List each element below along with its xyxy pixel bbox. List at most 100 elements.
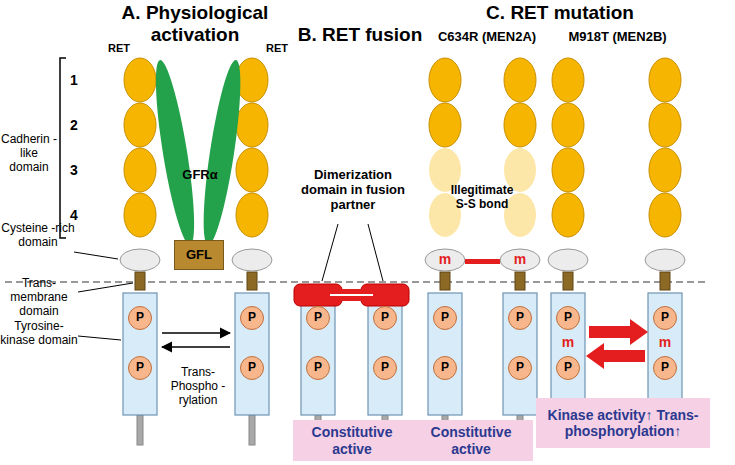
mutation-name: C634R (MEN2A) — [427, 30, 547, 45]
outcome-box: Constitutive active — [409, 420, 533, 461]
phosphorylation-site: P — [508, 356, 532, 380]
phosphorylation-site: P — [433, 356, 457, 380]
mutation-name: M918T (MEN2B) — [555, 30, 680, 45]
cadherin-like-domain — [236, 148, 268, 192]
domain-label: Cadherin -like domain — [0, 133, 58, 174]
phospho-mark: P — [661, 361, 669, 375]
tyrosine-kinase-domain — [648, 293, 682, 415]
node-text: Kinase activity↑ Trans- phosphorylation↑ — [542, 407, 704, 439]
cysteine-rich-domain — [645, 249, 685, 271]
tyrosine-kinase-domain — [368, 305, 402, 415]
panel-title: C. RET mutation — [465, 2, 655, 24]
phosphorylation-site: P — [306, 306, 330, 330]
tyrosine-kinase-domain — [123, 293, 157, 415]
receptor-name: RET — [104, 42, 134, 55]
ret-receptor — [425, 58, 465, 445]
cadherin-like-domain — [504, 58, 536, 102]
callout-number: 1 — [67, 72, 81, 88]
c-terminal-tail — [137, 415, 143, 445]
ret-receptor — [500, 58, 540, 445]
tyrosine-kinase-domain — [503, 293, 537, 415]
cadherin-like-domain — [236, 103, 268, 147]
transmembrane-domain — [440, 272, 450, 290]
enhanced-transphosphorylation-arrow — [589, 319, 648, 345]
phosphorylation-site: P — [433, 306, 457, 330]
cell-membrane — [5, 281, 705, 283]
phosphorylation-site: P — [240, 306, 264, 330]
receptor-name: RET — [262, 42, 292, 55]
phosphorylation-site: P — [240, 356, 264, 380]
cysteine-rich-domain — [425, 249, 465, 271]
cadherin-like-domain — [649, 58, 681, 102]
phosphorylation-site: P — [128, 306, 152, 330]
phospho-mark: P — [516, 361, 524, 375]
ret-receptor — [645, 58, 685, 445]
cadherin-like-domain — [429, 103, 461, 147]
transphosphorylation-arrow — [162, 332, 230, 334]
leader-line — [368, 224, 383, 281]
phosphorylation-site: P — [556, 356, 580, 380]
cysteine-rich-domain — [120, 249, 160, 271]
cadherin-like-domain — [124, 103, 156, 147]
phosphorylation-site: P — [128, 356, 152, 380]
transphosphorylation-arrow — [162, 346, 230, 348]
phospho-mark: P — [248, 361, 256, 375]
cadherin-like-domain — [124, 148, 156, 192]
cadherin-like-domain — [552, 103, 584, 147]
process-label: Trans- Phospho -rylation — [160, 366, 236, 407]
phospho-mark: P — [441, 361, 449, 375]
cadherin-like-domain — [649, 148, 681, 192]
domain-label: Dimerization domain in fusion partner — [292, 168, 414, 213]
callout-number: 2 — [67, 117, 81, 133]
phospho-mark: P — [381, 361, 389, 375]
gfra-arm — [148, 58, 202, 247]
phospho-mark: P — [661, 311, 669, 325]
panel-title: B. RET fusion — [280, 24, 440, 46]
gfra-shape — [130, 50, 270, 250]
phospho-mark: P — [314, 361, 322, 375]
phospho-mark: P — [314, 311, 322, 325]
phosphorylation-site: P — [556, 306, 580, 330]
phospho-mark: P — [248, 311, 256, 325]
cadherin-like-domain — [124, 58, 156, 102]
node-text: Constitutive active — [415, 424, 527, 456]
cadherin-like-domain — [504, 103, 536, 147]
ret-receptor — [120, 58, 160, 445]
phosphorylation-site: P — [508, 306, 532, 330]
dimerization-bridge-highlight — [330, 294, 373, 296]
domain-label: Cysteine -rich domain — [0, 222, 76, 250]
transmembrane-domain — [515, 272, 525, 290]
bond-label: Illegitimate S-S bond — [446, 184, 518, 212]
ligand-box: GFL — [174, 240, 224, 270]
cysteine-rich-domain — [232, 249, 272, 271]
domain-bracket — [60, 58, 66, 238]
callout-number: 4 — [67, 207, 81, 223]
c-terminal-tail — [249, 415, 255, 445]
phospho-mark: P — [441, 311, 449, 325]
coreceptor-gfra: GFRα — [130, 50, 270, 250]
cysteine-rich-domain — [548, 249, 588, 271]
cadherin-like-domain — [649, 103, 681, 147]
transmembrane-domain — [660, 272, 670, 290]
tyrosine-kinase-domain — [235, 293, 269, 415]
cadherin-like-domain — [504, 193, 536, 237]
gfra-arm — [196, 58, 248, 247]
node-text: GFRα — [182, 168, 217, 183]
transmembrane-domain — [135, 272, 145, 290]
phospho-mark: P — [564, 361, 572, 375]
phosphorylation-site: P — [373, 306, 397, 330]
phosphorylation-site: P — [373, 356, 397, 380]
callout-number: 3 — [67, 162, 81, 178]
cadherin-like-domain — [552, 148, 584, 192]
mutation-mark: m — [510, 251, 530, 267]
cadherin-like-domain — [552, 193, 584, 237]
enhanced-transphosphorylation-arrow — [586, 343, 645, 369]
mutation-mark: m — [655, 334, 675, 350]
disulfide-bond — [465, 259, 500, 264]
tyrosine-kinase-domain — [301, 305, 335, 415]
tyrosine-kinase-domain — [428, 293, 462, 415]
panel-title: A. Physiological activation — [95, 2, 295, 46]
